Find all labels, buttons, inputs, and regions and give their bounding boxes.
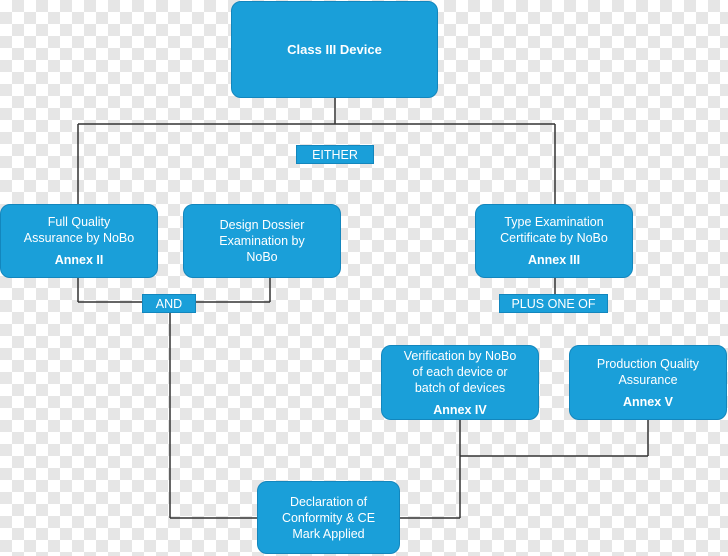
verification-line-1: Verification by NoBo (403, 348, 517, 363)
design-dossier-line-3: NoBo (246, 250, 278, 264)
declaration-node: Declaration of Conformity & CE Mark Appl… (257, 481, 400, 554)
either-tag: EITHER (296, 145, 374, 164)
type-examination-node: Type Examination Certificate by NoBo Ann… (475, 204, 633, 278)
production-quality-line-2: Assurance (618, 372, 678, 387)
plus-one-of-label: PLUS ONE OF (511, 297, 596, 311)
full-quality-line-1: Full Quality (47, 215, 111, 229)
type-exam-line-1: Type Examination (504, 215, 604, 229)
class-iii-device-node: Class III Device (231, 1, 438, 98)
type-exam-line-2: Certificate by NoBo (500, 231, 608, 245)
design-dossier-line-2: Examination by (219, 234, 305, 248)
full-quality-annex: Annex II (54, 253, 104, 267)
declaration-line-2: Conformity & CE (281, 510, 376, 525)
verification-line-2: of each device or (412, 364, 508, 379)
verification-annex: Annex IV (433, 402, 487, 417)
verification-node: Verification by NoBo of each device or b… (381, 345, 539, 420)
production-quality-line-1: Production Quality (596, 356, 700, 371)
declaration-line-1: Declaration of (289, 494, 368, 509)
declaration-line-3: Mark Applied (292, 526, 365, 541)
and-label: AND (155, 297, 183, 311)
production-quality-node: Production Quality Assurance Annex V (569, 345, 727, 420)
type-exam-annex: Annex III (527, 253, 581, 267)
design-dossier-line-1: Design Dossier (219, 218, 305, 232)
either-label: EITHER (312, 148, 358, 162)
plus-one-of-tag: PLUS ONE OF (499, 294, 608, 313)
class-iii-device-label: Class III Device (287, 41, 382, 57)
design-dossier-node: Design Dossier Examination by NoBo (183, 204, 341, 278)
verification-line-3: batch of devices (414, 380, 506, 395)
and-tag: AND (142, 294, 196, 313)
full-quality-assurance-node: Full Quality Assurance by NoBo Annex II (0, 204, 158, 278)
full-quality-line-2: Assurance by NoBo (23, 231, 135, 245)
production-quality-annex: Annex V (622, 394, 673, 409)
